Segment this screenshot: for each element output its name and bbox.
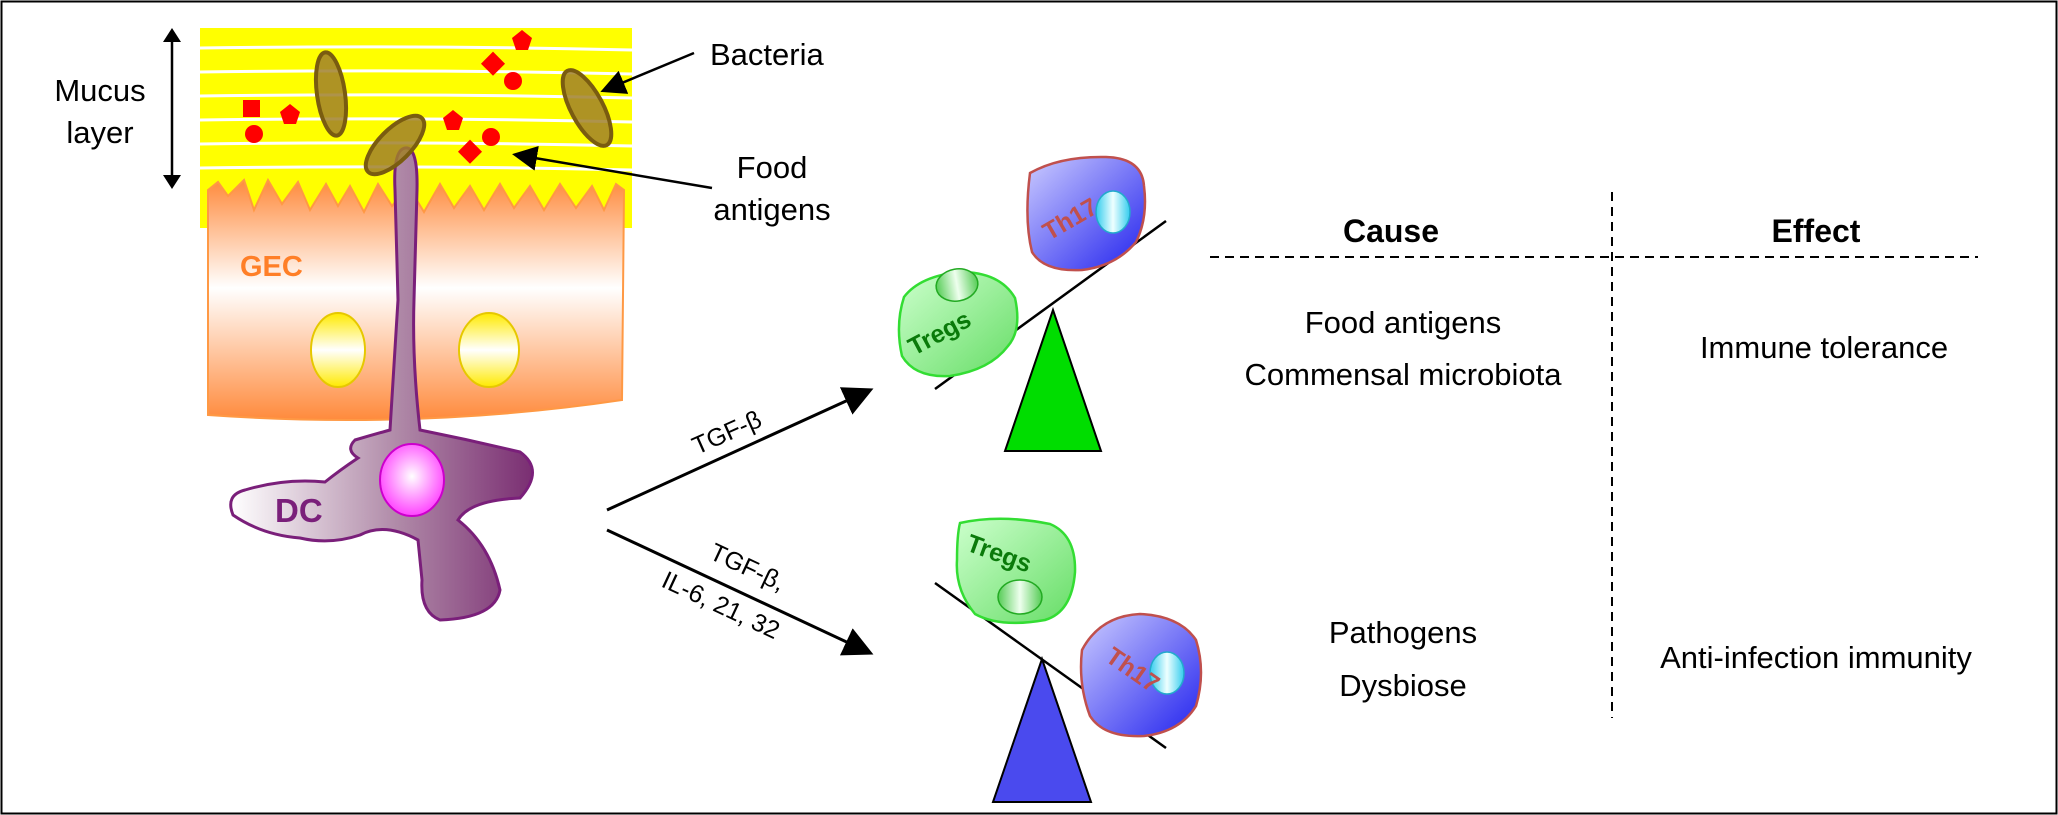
cause-row2-line1: Pathogens — [1329, 615, 1477, 650]
bacteria-pointer — [600, 51, 695, 94]
food-antigen-pentagon — [280, 104, 300, 124]
bacterium — [363, 113, 427, 177]
gec-nucleus-right — [458, 312, 520, 388]
th17-nucleus — [1095, 190, 1131, 234]
tregs-nucleus — [997, 579, 1043, 615]
mucus-layer-bracket — [163, 28, 181, 189]
dc-label: DC — [275, 492, 323, 529]
effect-row2: Anti-infection immunity — [1660, 640, 1972, 675]
food-antigen-pentagon — [512, 30, 532, 50]
tolerance-signal-arrow — [606, 387, 874, 512]
table-header-effect: Effect — [1772, 213, 1861, 249]
food-antigen-circle — [504, 72, 522, 90]
food-antigen-diamond — [457, 139, 483, 164]
infection-signal-arrow — [606, 528, 874, 656]
gec-label: GEC — [240, 251, 303, 283]
food-antigen-circle — [245, 125, 263, 143]
tolerance-fulcrum — [1003, 306, 1103, 452]
food-antigen-pentagon — [443, 110, 463, 130]
tregs-nucleus — [935, 268, 979, 302]
food-antigens-label-line2: antigens — [713, 192, 830, 227]
tolerance-balance: Tregs Th17 — [897, 155, 1167, 452]
gec-nucleus-left — [310, 312, 366, 388]
cause-row1-line2: Commensal microbiota — [1245, 357, 1563, 392]
infection-balance: Tregs Th17 — [934, 517, 1203, 803]
infection-fulcrum — [991, 655, 1093, 803]
bacteria-group — [313, 50, 614, 177]
cause-effect-table: Cause Effect Food antigens Commensal mic… — [1210, 192, 1978, 718]
cause-row2-line2: Dysbiose — [1339, 668, 1467, 703]
table-header-cause: Cause — [1343, 213, 1439, 249]
food-antigen-square — [243, 100, 260, 117]
food-antigens-group — [243, 30, 532, 164]
mucus-layer-label-line1: Mucus — [54, 73, 145, 108]
food-antigen-circle — [482, 128, 500, 146]
food-antigen-diamond — [480, 51, 506, 76]
dendritic-cell — [229, 146, 534, 622]
th17-cell-upper — [1026, 155, 1147, 272]
cause-row1-line1: Food antigens — [1305, 305, 1501, 340]
bacteria-label: Bacteria — [710, 37, 824, 72]
th17-nucleus — [1149, 651, 1185, 695]
food-antigens-label-line1: Food — [737, 150, 808, 185]
effect-row1: Immune tolerance — [1700, 330, 1948, 365]
tregs-cell-lower — [955, 517, 1077, 625]
dc-nucleus — [379, 443, 445, 517]
mucus-layer-label-line2: layer — [66, 115, 133, 150]
bacterium — [313, 50, 349, 138]
th17-cell-lower — [1079, 612, 1203, 738]
bacterium — [560, 68, 614, 148]
food-antigens-pointer — [512, 146, 713, 190]
